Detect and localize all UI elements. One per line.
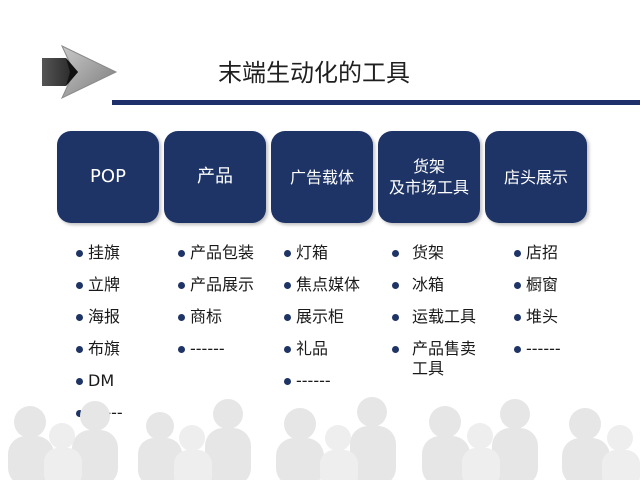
bullet-dot: [392, 346, 399, 353]
items-list-storefront-display: 店招 橱窗 堆头 ------: [514, 243, 561, 371]
category-label: 广告载体: [289, 167, 354, 187]
category-box-product: 产品: [164, 131, 266, 223]
category-box-ad-carrier: 广告载体: [271, 131, 373, 223]
list-item: ------: [514, 339, 561, 359]
category-boxes: POP 产品 广告载体 货架 及市场工具 店头展示: [57, 131, 593, 223]
list-item: 灯箱: [284, 243, 360, 263]
list-item: 产品展示: [178, 275, 254, 295]
items-list-pop: 挂旗 立牌 海报 布旗 DM ------: [76, 243, 123, 435]
title-underline: [112, 100, 640, 105]
items-list-ad-carrier: 灯箱 焦点媒体 展示柜 礼品 ------: [284, 243, 360, 403]
category-box-shelf-market-tools: 货架 及市场工具: [378, 131, 480, 223]
bullet-dot: [76, 250, 83, 257]
bullet-dot: [514, 346, 521, 353]
list-item: 布旗: [76, 339, 123, 359]
category-label: 产品: [197, 166, 233, 187]
list-item: 挂旗: [76, 243, 123, 263]
list-item: 橱窗: [514, 275, 561, 295]
list-item: 产品售卖 工具: [392, 339, 476, 379]
bullet-dot: [178, 250, 185, 257]
category-label: 店头展示: [503, 167, 568, 187]
list-item: 海报: [76, 307, 123, 327]
list-item: 立牌: [76, 275, 123, 295]
bullet-dot: [284, 378, 291, 385]
list-item: 货架: [392, 243, 476, 263]
list-item: 展示柜: [284, 307, 360, 327]
bullet-dot: [76, 314, 83, 321]
slide-title: 末端生动化的工具: [218, 59, 410, 87]
bullet-dot: [514, 282, 521, 289]
category-box-storefront-display: 店头展示: [485, 131, 587, 223]
bullet-dot: [514, 314, 521, 321]
arrow-chevron-icon: [42, 44, 118, 100]
list-item: ------: [284, 371, 360, 391]
bullet-dot: [284, 250, 291, 257]
bullet-dot: [284, 314, 291, 321]
bullet-dot: [178, 282, 185, 289]
bullet-dot: [178, 314, 185, 321]
crowd-silhouette-decoration: [8, 397, 640, 480]
category-box-pop: POP: [57, 131, 159, 223]
bullet-dot: [284, 282, 291, 289]
bullet-dot: [76, 378, 83, 385]
list-item: DM: [76, 371, 123, 391]
bullet-dot: [514, 250, 521, 257]
bullet-dot: [392, 250, 399, 257]
bullet-dot: [76, 346, 83, 353]
list-item: 商标: [178, 307, 254, 327]
bullet-dot: [392, 314, 399, 321]
list-item: 产品包装: [178, 243, 254, 263]
bullet-dot: [76, 410, 83, 417]
category-label: POP: [90, 166, 126, 187]
bullet-dot: [392, 282, 399, 289]
list-item: 堆头: [514, 307, 561, 327]
list-item: ------: [178, 339, 254, 359]
list-item: 店招: [514, 243, 561, 263]
items-list-product: 产品包装 产品展示 商标 ------: [178, 243, 254, 371]
bullet-dot: [284, 346, 291, 353]
bullet-dot: [178, 346, 185, 353]
list-item: 运载工具: [392, 307, 476, 327]
bullet-dot: [76, 282, 83, 289]
list-item: 礼品: [284, 339, 360, 359]
category-label: 货架 及市场工具: [388, 157, 469, 197]
list-item: 冰箱: [392, 275, 476, 295]
list-item: 焦点媒体: [284, 275, 360, 295]
items-list-shelf-market-tools: 货架 冰箱 运载工具 产品售卖 工具: [392, 243, 476, 391]
